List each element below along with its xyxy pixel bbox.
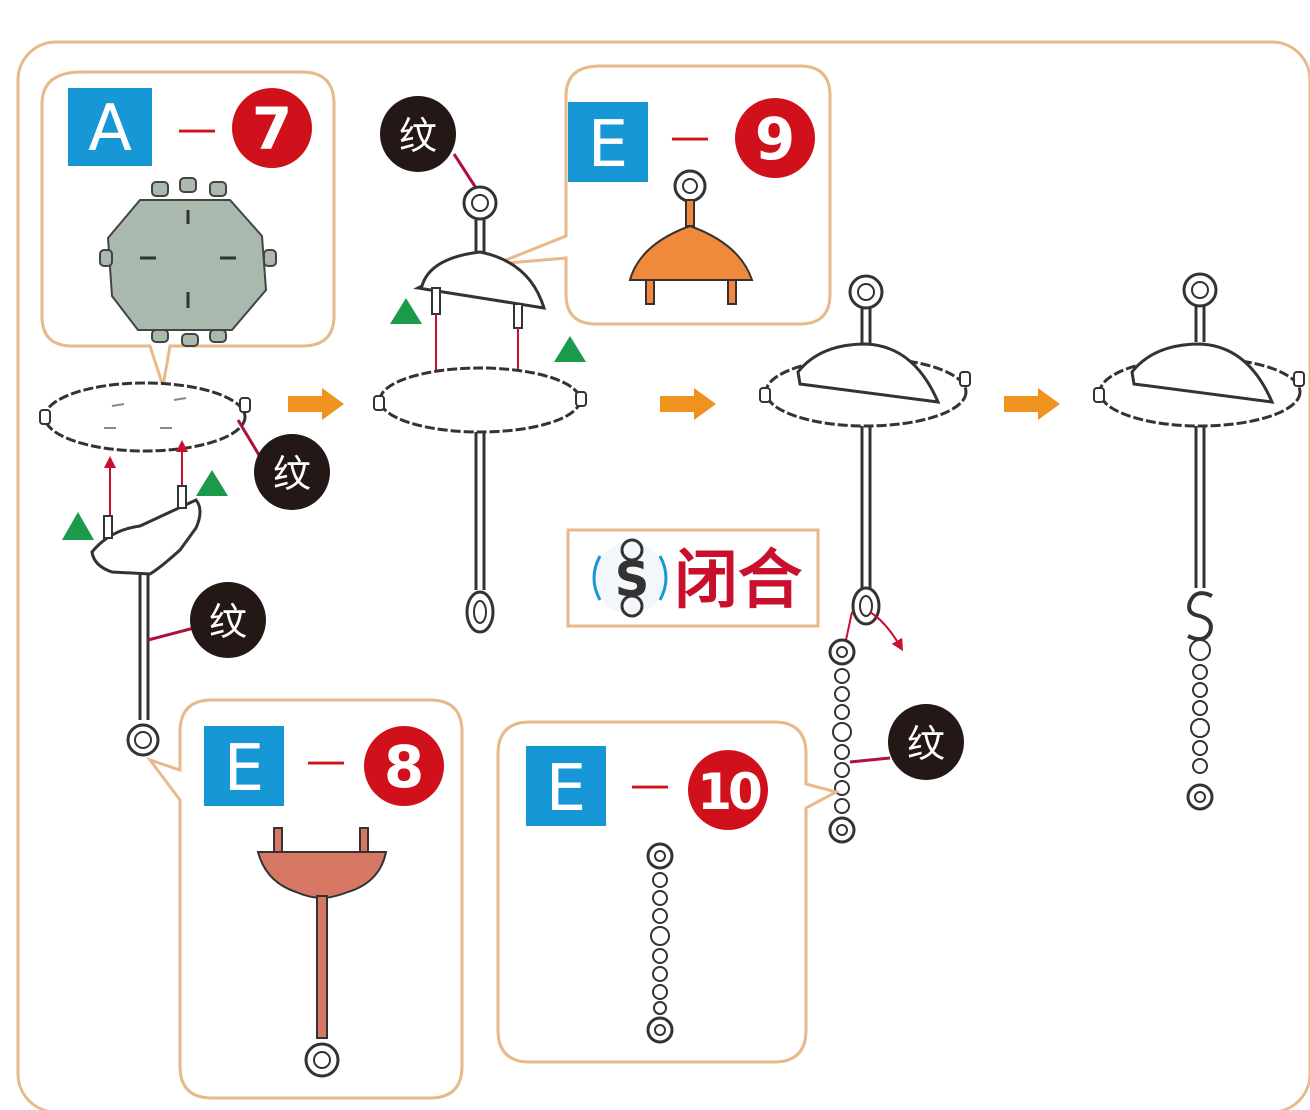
callout-e8: E — 8 <box>145 698 464 1100</box>
callout-dash: — <box>630 762 670 808</box>
step-2-assembly: 纹 <box>373 96 587 634</box>
texture-label: 纹 <box>273 452 311 496</box>
close-label: 闭合 <box>674 544 802 618</box>
number-circle <box>364 726 444 806</box>
step-arrow <box>1004 388 1060 420</box>
step-4-finished <box>1093 272 1305 811</box>
callout-number: 9 <box>755 105 795 173</box>
part-e10-bead-chain-icon <box>646 842 674 1044</box>
number-circle <box>688 750 768 830</box>
disc-outline <box>378 366 582 434</box>
close-s-hook-box: S 闭合 <box>566 528 820 628</box>
callout-letter: E <box>546 752 586 826</box>
triangle-marker <box>62 512 94 540</box>
texture-badge <box>190 582 266 658</box>
step-arrow <box>660 388 716 420</box>
part-e8-bracket-icon <box>256 827 388 1078</box>
number-circle <box>232 88 312 168</box>
callout-a7: A — 7 <box>40 70 336 387</box>
texture-badge <box>380 96 456 172</box>
callout-number: 8 <box>384 733 424 801</box>
disc-outline <box>43 381 247 453</box>
callout-dash: — <box>306 738 346 784</box>
callout-e10: E — 10 <box>496 720 841 1064</box>
part-e9-hanger-icon <box>628 169 754 305</box>
triangle-marker <box>390 298 422 324</box>
texture-label: 纹 <box>209 600 247 644</box>
texture-badge <box>888 704 964 780</box>
triangle-marker <box>554 336 586 362</box>
triangle-marker <box>196 470 228 496</box>
callout-number: 7 <box>252 95 292 163</box>
callout-number: 10 <box>697 763 761 821</box>
callout-letter: E <box>224 732 264 806</box>
number-circle <box>735 98 815 178</box>
part-a7-disc-icon <box>99 177 277 347</box>
step-1-assembly: 纹 纹 <box>39 381 330 757</box>
callout-dash: — <box>670 114 710 160</box>
step-3-assembly: 纹 <box>759 274 971 844</box>
rotate-arrow-icon <box>592 555 602 601</box>
step-arrow <box>288 388 344 420</box>
callout-e9: E — 9 <box>495 64 832 326</box>
rotate-arrow-icon <box>658 555 668 601</box>
texture-label: 纹 <box>399 114 437 158</box>
letter-box-e <box>204 726 284 806</box>
letter-box-e <box>568 102 648 182</box>
callout-dash: — <box>177 106 217 152</box>
texture-badge <box>254 434 330 510</box>
outer-frame <box>16 40 1310 1110</box>
letter-box-e <box>526 746 606 826</box>
s-hook-icon: S <box>615 552 650 608</box>
texture-label: 纹 <box>907 722 945 766</box>
callout-letter: E <box>588 108 628 182</box>
callout-letter: A <box>88 92 132 166</box>
letter-box-a <box>68 88 152 166</box>
